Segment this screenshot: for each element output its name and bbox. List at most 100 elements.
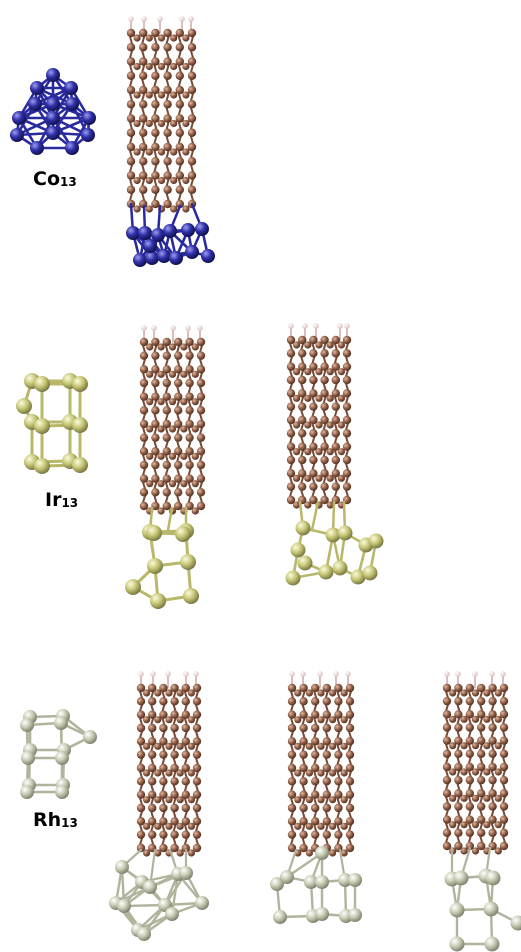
- metal-atom: [325, 527, 341, 543]
- carbon-atom: [175, 171, 184, 180]
- hydrogen-atom: [288, 323, 294, 329]
- carbon-atom: [345, 697, 355, 706]
- carbon-atom: [170, 176, 178, 185]
- carbon-atom: [175, 28, 184, 38]
- carbon-atom: [170, 34, 178, 42]
- carbon-atom: [499, 696, 509, 706]
- carbon-atom: [449, 742, 457, 750]
- carbon-atom: [196, 365, 206, 374]
- carbon-atom: [143, 822, 151, 830]
- carbon-atom: [322, 710, 331, 719]
- carbon-atom: [304, 368, 312, 376]
- carbon-atom: [191, 480, 199, 488]
- metal-atom: [315, 907, 329, 921]
- carbon-atom: [322, 737, 331, 746]
- carbon-atom: [175, 185, 184, 194]
- carbon-atom: [185, 419, 194, 429]
- carbon-atom: [159, 723, 168, 733]
- carbon-atom: [170, 790, 179, 799]
- carbon-atom: [157, 480, 165, 488]
- metal-atom: [273, 910, 287, 924]
- carbon-atom: [309, 415, 318, 425]
- metal-atom: [20, 785, 34, 799]
- carbon-atom: [126, 71, 136, 80]
- metal-bond: [166, 506, 174, 532]
- carbon-atom: [126, 85, 136, 95]
- hydrogen-atom: [333, 671, 339, 677]
- metal-atom: [137, 927, 151, 941]
- carbon-atom: [176, 796, 184, 804]
- carbon-atom: [136, 710, 146, 719]
- metal-atom: [183, 588, 199, 604]
- carbon-atom: [465, 789, 474, 798]
- co13-label: Co13: [33, 168, 77, 190]
- carbon-atom: [471, 768, 480, 776]
- metal-atom: [195, 222, 209, 236]
- carbon-atom: [139, 43, 148, 52]
- metal-atom: [65, 97, 79, 111]
- carbon-atom: [299, 830, 308, 839]
- carbon-atom: [163, 142, 172, 152]
- carbon-atom: [187, 796, 195, 804]
- carbon-atom: [337, 448, 345, 456]
- carbon-atom: [334, 710, 343, 719]
- carbon-atom: [136, 697, 146, 706]
- carbon-atom: [136, 777, 146, 786]
- carbon-atom: [139, 171, 148, 180]
- carbon-atom: [320, 389, 329, 398]
- carbon-atom: [477, 736, 486, 745]
- carbon-atom: [148, 723, 157, 733]
- carbon-atom: [151, 71, 160, 80]
- carbon-atom: [298, 375, 307, 385]
- metal-atom: [368, 533, 384, 549]
- carbon-atom: [136, 790, 146, 799]
- carbon-atom: [337, 341, 345, 349]
- carbon-atom: [345, 737, 355, 746]
- carbon-atom: [331, 375, 340, 385]
- carbon-atom: [187, 742, 195, 750]
- carbon-atom: [170, 697, 179, 706]
- carbon-atom: [175, 157, 184, 166]
- carbon-atom: [345, 763, 355, 773]
- carbon-atom: [315, 474, 323, 482]
- carbon-atom: [151, 447, 160, 456]
- carbon-atom: [136, 830, 146, 839]
- carbon-atom: [151, 185, 160, 194]
- carbon-atom: [499, 710, 509, 719]
- carbon-atom: [311, 830, 320, 839]
- carbon-atom: [331, 442, 340, 451]
- carbon-atom: [488, 828, 497, 838]
- metal-atom: [81, 128, 95, 142]
- carbon-atom: [146, 480, 154, 488]
- carbon-atom: [326, 474, 334, 482]
- carbon-atom: [345, 790, 355, 799]
- carbon-atom: [170, 205, 178, 213]
- carbon-atom: [305, 822, 313, 830]
- metal-atom: [146, 525, 162, 541]
- carbon-atom: [342, 349, 352, 358]
- carbon-atom: [154, 716, 162, 724]
- carbon-atom: [329, 796, 337, 804]
- metal-atom: [147, 558, 163, 574]
- metal-atom: [34, 458, 50, 474]
- carbon-atom: [294, 689, 302, 697]
- carbon-atom: [175, 128, 184, 137]
- carbon-atom: [191, 425, 199, 433]
- carbon-atom: [311, 750, 320, 759]
- carbon-atom: [136, 817, 146, 826]
- carbon-atom: [309, 375, 318, 385]
- carbon-atom: [148, 817, 157, 826]
- carbon-atom: [176, 716, 184, 724]
- carbon-atom: [187, 142, 197, 152]
- carbon-atom: [322, 790, 331, 799]
- carbon-atom: [154, 796, 162, 804]
- carbon-atom: [342, 429, 352, 438]
- carbon-atom: [331, 482, 340, 491]
- carbon-atom: [146, 370, 154, 378]
- metal-atom: [449, 902, 465, 918]
- carbon-atom: [342, 375, 352, 385]
- carbon-atom: [185, 351, 194, 360]
- carbon-atom: [170, 763, 179, 773]
- carbon-atom: [293, 474, 301, 482]
- carbon-atom: [483, 821, 491, 829]
